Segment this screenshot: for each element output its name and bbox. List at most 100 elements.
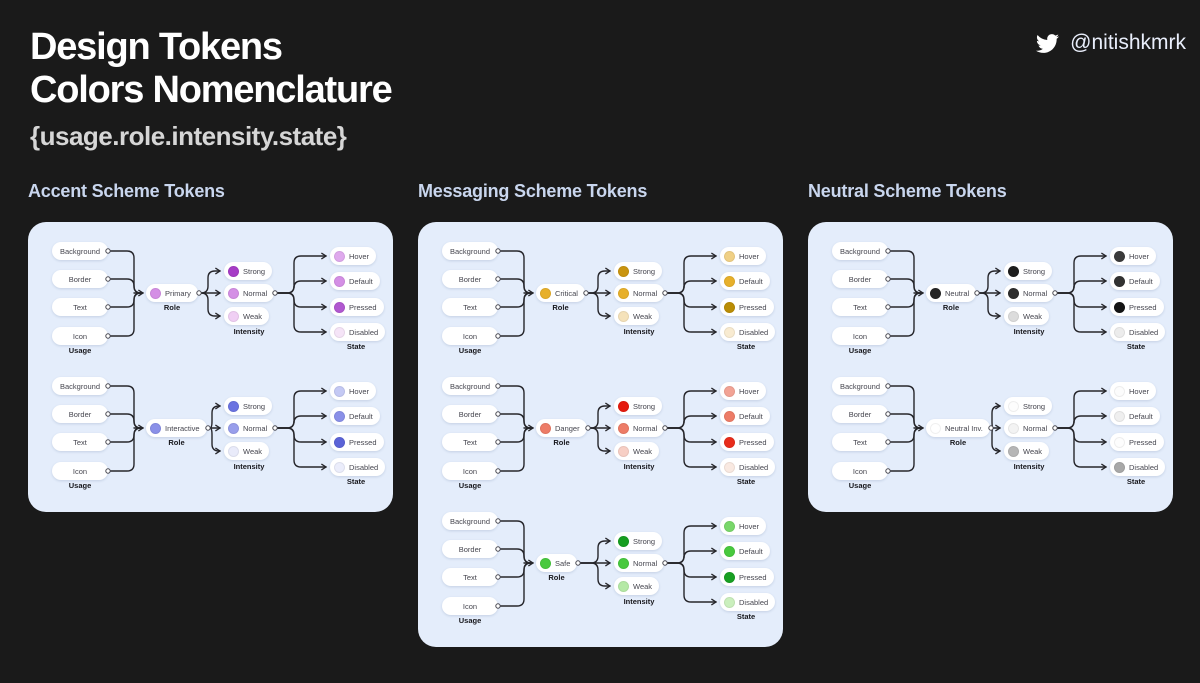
state-pill-hover-color-dot [724, 385, 735, 397]
state-pill-disabled-label: Disabled [739, 462, 769, 472]
usage-pill-background-label: Background [59, 246, 101, 256]
intensity-pill-weak-color-dot [618, 445, 629, 457]
usage-pill-icon: Icon [52, 327, 108, 345]
intensity-pill-weak-label: Weak [633, 581, 653, 591]
intensity-pill-normal-label: Normal [1023, 423, 1048, 433]
usage-pill-border-label: Border [458, 544, 482, 554]
intensity-column-label: Intensity [233, 462, 265, 471]
intensity-pill-strong-label: Strong [1023, 266, 1046, 276]
state-pill-hover-color-dot [724, 520, 735, 532]
state-pill-disabled-color-dot [334, 461, 345, 473]
intensity-column-label: Intensity [1013, 462, 1045, 471]
state-pill-default-color-dot [724, 275, 735, 287]
role-pill-critical-color-dot [540, 287, 551, 299]
intensity-pill-strong-label: Strong [1023, 401, 1046, 411]
intensity-pill-strong: Strong [614, 532, 663, 550]
state-pill-pressed: Pressed [720, 298, 774, 316]
usage-pill-border-label: Border [848, 274, 872, 284]
role-pill-danger: Danger [536, 419, 587, 437]
intensity-pill-weak-color-dot [1008, 445, 1019, 457]
state-column-label: State [736, 342, 756, 351]
usage-pill-background: Background [832, 242, 888, 260]
intensity-pill-normal: Normal [1004, 419, 1055, 437]
intensity-column-label: Intensity [233, 327, 265, 336]
twitter-handle-text: @nitishkmrk [1070, 31, 1186, 54]
usage-pill-text-label: Text [853, 302, 867, 312]
intensity-pill-normal: Normal [614, 284, 665, 302]
state-pill-disabled-label: Disabled [1129, 327, 1159, 337]
usage-pill-border: Border [442, 540, 498, 558]
token-format-subtitle: {usage.role.intensity.state} [30, 121, 347, 151]
state-pill-default: Default [1110, 272, 1160, 290]
state-pill-pressed-color-dot [334, 436, 345, 448]
role-column-label: Role [949, 438, 967, 447]
intensity-column-label: Intensity [623, 597, 655, 606]
usage-pill-icon: Icon [442, 327, 498, 345]
usage-pill-icon: Icon [442, 462, 498, 480]
state-pill-hover-label: Hover [739, 386, 760, 396]
state-pill-hover: Hover [330, 247, 377, 265]
intensity-pill-strong: Strong [614, 397, 663, 415]
state-column-label: State [736, 612, 756, 621]
usage-pill-icon-label: Icon [462, 466, 478, 476]
usage-pill-text-label: Text [463, 572, 477, 582]
usage-pill-icon-label: Icon [462, 331, 478, 341]
usage-pill-border: Border [52, 405, 108, 423]
intensity-pill-weak: Weak [1004, 307, 1050, 325]
intensity-pill-strong-color-dot [228, 265, 239, 277]
usage-pill-border: Border [832, 270, 888, 288]
role-pill-primary: Primary [146, 284, 198, 302]
twitter-bird-icon [1036, 33, 1060, 53]
role-pill-interactive: Interactive [146, 419, 207, 437]
role-pill-neutral-inv: Neutral Inv. [926, 419, 990, 437]
intensity-pill-strong-color-dot [618, 265, 629, 277]
usage-pill-background-label: Background [839, 246, 881, 256]
state-pill-pressed: Pressed [720, 568, 774, 586]
usage-pill-text: Text [832, 298, 888, 316]
role-pill-primary-label: Primary [165, 288, 191, 298]
twitter-handle[interactable]: @nitishkmrk [1034, 31, 1186, 55]
state-pill-hover: Hover [1110, 382, 1157, 400]
intensity-pill-strong-color-dot [618, 400, 629, 412]
usage-pill-text-label: Text [73, 437, 87, 447]
usage-pill-icon: Icon [832, 462, 888, 480]
state-pill-default: Default [330, 407, 380, 425]
intensity-pill-normal: Normal [1004, 284, 1055, 302]
usage-pill-text-label: Text [463, 302, 477, 312]
intensity-pill-normal-label: Normal [633, 288, 658, 298]
intensity-pill-normal-color-dot [618, 287, 629, 299]
role-pill-neutral-inv-label: Neutral Inv. [945, 423, 983, 433]
intensity-pill-weak-label: Weak [633, 311, 653, 321]
intensity-column-label: Intensity [623, 327, 655, 336]
state-pill-default-color-dot [334, 275, 345, 287]
usage-pill-text: Text [52, 433, 108, 451]
role-pill-safe-label: Safe [555, 558, 571, 568]
state-pill-pressed-label: Pressed [349, 437, 377, 447]
state-pill-default-label: Default [349, 276, 373, 286]
state-pill-hover: Hover [720, 517, 767, 535]
usage-pill-text: Text [442, 433, 498, 451]
state-pill-pressed: Pressed [330, 298, 384, 316]
role-pill-interactive-label: Interactive [165, 423, 200, 433]
state-pill-pressed-label: Pressed [1129, 437, 1157, 447]
state-pill-default-color-dot [724, 410, 735, 422]
state-pill-disabled-label: Disabled [349, 327, 379, 337]
state-pill-hover: Hover [330, 382, 377, 400]
role-pill-safe-color-dot [540, 557, 551, 569]
usage-pill-text: Text [832, 433, 888, 451]
intensity-pill-normal-label: Normal [243, 288, 268, 298]
scheme-heading-neutral: Neutral Scheme Tokens [808, 181, 1007, 201]
state-column-label: State [1126, 477, 1146, 486]
usage-pill-background: Background [442, 242, 498, 260]
state-pill-default-label: Default [739, 276, 763, 286]
state-pill-hover: Hover [1110, 247, 1157, 265]
usage-column-label: Usage [68, 346, 92, 355]
usage-pill-border-label: Border [68, 274, 92, 284]
scheme-heading-messaging: Messaging Scheme Tokens [418, 181, 648, 201]
